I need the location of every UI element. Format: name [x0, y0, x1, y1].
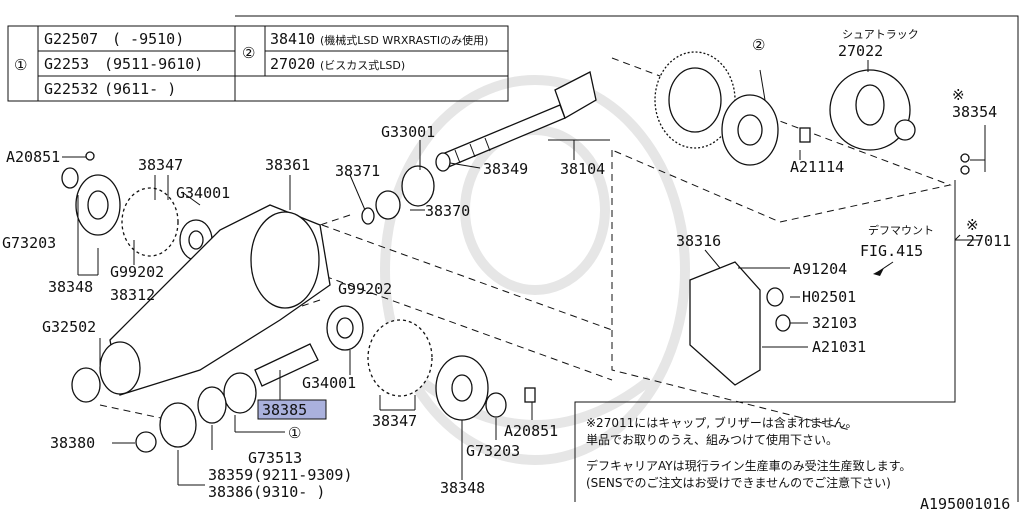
application-table: ① G22507 ( -9510) G2253 (9511-9610) G225… [7, 25, 509, 102]
table-code-5: 27020 [270, 55, 315, 73]
label-G32502: G32502 [42, 318, 96, 336]
label-38371: 38371 [335, 162, 380, 180]
note-4: (SENSでのご注文はお受けできませんのでご注意下さい) [586, 475, 891, 490]
label-38348-left: 38348 [48, 278, 93, 296]
leader-lines [62, 60, 961, 486]
table-code-2: G2253 [44, 55, 89, 73]
label-G99202-left: G99202 [110, 263, 164, 281]
label-circle2-top: ② [752, 36, 765, 54]
table-num-2: ② [242, 44, 255, 62]
label-diffmount: デフマウント [868, 223, 934, 237]
label-27022: 27022 [838, 42, 883, 60]
label-G73203-mid: G73203 [466, 442, 520, 460]
label-G34001-top: G34001 [176, 184, 230, 202]
label-38354-mark: ※ [952, 86, 965, 104]
label-38380: 38380 [50, 434, 95, 452]
label-38386: 38386(9310- ) [208, 483, 325, 501]
label-A20851-mid: A20851 [504, 422, 558, 440]
table-range-2: (9511-9610) [104, 55, 203, 73]
label-38312: 38312 [110, 286, 155, 304]
label-A20851-top: A20851 [6, 148, 60, 166]
table-range-3: (9611- ) [104, 80, 176, 98]
label-fig415: FIG.415 [860, 242, 923, 260]
diff-cover [689, 261, 792, 386]
label-G73203-left: G73203 [2, 234, 56, 252]
label-A21031: A21031 [812, 338, 866, 356]
pinion-shaft [439, 71, 597, 169]
frame-lines [235, 15, 1019, 502]
label-27011: 27011 [966, 232, 1011, 250]
note-1: ※27011にはキャップ, ブリザーは含まれません。 [586, 415, 858, 430]
label-38104: 38104 [560, 160, 605, 178]
label-38348-mid: 38348 [440, 479, 485, 497]
label-G33001: G33001 [381, 123, 435, 141]
table-range-1: ( -9510) [112, 30, 184, 48]
label-32103: 32103 [812, 314, 857, 332]
label-G73513: G73513 [248, 449, 302, 467]
part-labels: シュアトラック 27022 ② ※ 38354 A20851 38347 G34… [2, 28, 1011, 512]
label-G34001-mid: G34001 [302, 374, 356, 392]
left-components [61, 151, 213, 261]
middle-components [135, 305, 536, 453]
label-38347-top: 38347 [138, 156, 183, 174]
highlight-38385 [257, 399, 327, 420]
label-H02501: H02501 [802, 288, 856, 306]
notes: ※27011にはキャップ, ブリザーは含まれません。 単品でお取りのうえ、組みつ… [586, 415, 911, 490]
cap-38354 [960, 125, 986, 175]
table-code-3: G22532 [44, 80, 98, 98]
label-38385: 38385 [262, 401, 307, 419]
footer-code: A195001016 [920, 495, 1010, 512]
diff-housing [71, 204, 331, 403]
label-A21114: A21114 [790, 158, 844, 176]
label-27011-mark: ※ [966, 216, 979, 234]
label-G99202-mid: G99202 [338, 280, 392, 298]
note-2: 単品でお取りのうえ、組みつけて使用下さい。 [586, 432, 838, 447]
table-num-1: ① [14, 56, 27, 74]
label-A91204: A91204 [793, 260, 847, 278]
table-desc-4: (機械式LSD WRXRASTIのみ使用) [320, 33, 488, 47]
ring-gear [654, 51, 811, 166]
table-code-4: 38410 [270, 30, 315, 48]
label-circle1-mid: ① [288, 424, 301, 442]
table-desc-5: (ビスカス式LSD) [320, 59, 405, 72]
bearing-parts-upper [361, 152, 451, 225]
label-suretrack: シュアトラック [842, 28, 919, 41]
label-38361: 38361 [265, 156, 310, 174]
label-38316: 38316 [676, 232, 721, 250]
label-38359: 38359(9211-9309) [208, 466, 353, 484]
fig-arrow-icon [873, 268, 884, 276]
label-38370: 38370 [425, 202, 470, 220]
label-38354: 38354 [952, 103, 997, 121]
note-3: デフキャリアAYは現行ライン生産車のみ受注生産致します。 [586, 458, 911, 473]
table-code-1: G22507 [44, 30, 98, 48]
label-38347-mid: 38347 [372, 412, 417, 430]
suretrack-diff [829, 69, 916, 151]
label-38349: 38349 [483, 160, 528, 178]
